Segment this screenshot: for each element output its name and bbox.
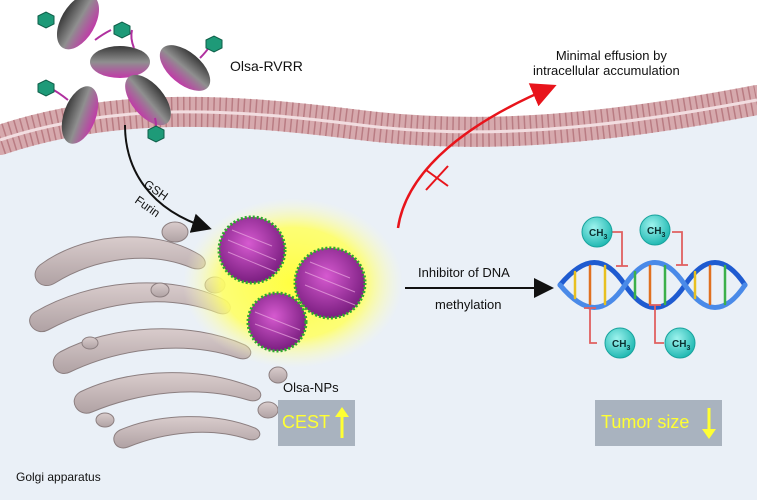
olsa-nanoparticles [183, 198, 403, 368]
cell-membrane [0, 85, 757, 155]
effusion-label: Minimal effusion by intracellular accumu… [533, 48, 680, 78]
arrow-up-icon [335, 407, 349, 438]
tumor-size-box: Tumor size [595, 400, 722, 446]
inhibitor-line1: Inhibitor of DNA [418, 265, 510, 280]
blocked-cross [425, 165, 449, 191]
svg-text:CH3: CH3 [672, 339, 690, 352]
methyl-group: CH3 [639, 214, 671, 246]
effusion-arrow [396, 83, 557, 229]
olsa-rvrr-label: Olsa-RVRR [230, 58, 303, 74]
svg-text:CH3: CH3 [589, 228, 607, 241]
effusion-line2: intracellular accumulation [533, 63, 680, 78]
uptake-arrow [124, 124, 212, 233]
methyl-group: CH3 [581, 216, 613, 248]
methyl-group: CH3 [664, 327, 696, 359]
methyl-group: CH3 [604, 327, 636, 359]
arrow-down-icon [702, 408, 716, 439]
inhibitor-line2: methylation [435, 297, 502, 312]
golgi-label: Golgi apparatus [16, 470, 101, 484]
cest-box: CEST [278, 400, 355, 446]
effusion-line1: Minimal effusion by [555, 48, 667, 63]
tumor-size-label: Tumor size [601, 412, 690, 432]
svg-text:CH3: CH3 [612, 339, 630, 352]
svg-text:CH3: CH3 [647, 226, 665, 239]
olsa-rvrr-molecules [37, 0, 223, 144]
cest-label: CEST [282, 412, 331, 432]
methyl-groups: CH3 CH3 CH3 CH3 [581, 214, 696, 359]
olsa-nps-label: Olsa-NPs [283, 380, 339, 395]
